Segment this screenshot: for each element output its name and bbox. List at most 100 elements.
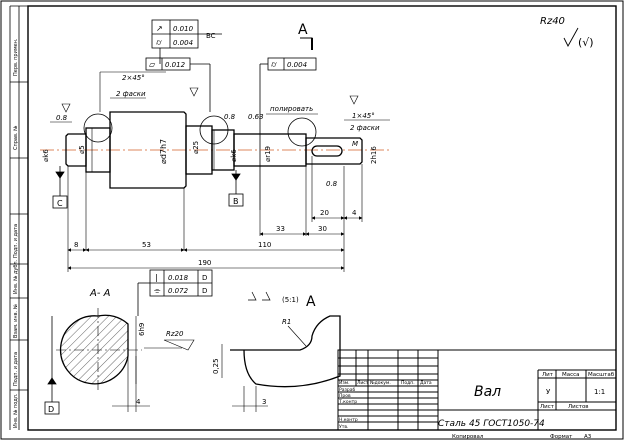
dim-190: 190 [198,259,211,267]
tolerance-block-flat [145,57,211,112]
dimension-lines [67,156,363,272]
tol-flat-sym: ▱ [149,60,156,69]
datum-d-label: D [48,405,54,414]
thread-label: M [352,140,358,148]
title-col-doc: №докум. [370,380,391,386]
tol-top-sym-1: ↗ [156,24,163,33]
detail-profile [230,315,341,388]
section-cross-section [59,314,129,385]
tol-sec-sym-2: ⌯ [154,286,161,295]
drawing-frame [27,5,617,431]
datum-c-label: C [57,199,63,208]
chamfer-right-2: 2 фаски [350,124,380,132]
detail-circle-mid [199,115,229,145]
dia-mid-left: ⌀25 [192,141,200,154]
dim-110: 110 [258,241,271,249]
roughness-label: Rz40 [540,16,565,27]
dim-30: 30 [318,225,327,233]
title-format: Формат [550,434,573,440]
tolerance-block-section [137,269,213,316]
tolerance-block-top [151,19,222,64]
rough-08-b: 0.8 [224,113,236,121]
polish-note: полировать [270,105,313,113]
shaft-outline [65,111,363,189]
section-title: A- A [89,288,111,299]
dim-8: 8 [74,241,78,249]
title-row-razrab: Разраб [339,387,355,393]
rough-check-icon-1 [61,103,71,113]
title-col-sign: Подп. [401,380,415,386]
rough-08-c: 0.8 [326,180,338,188]
roughness-check-icon [563,27,579,47]
dia-center: ⌀d7h7 [159,139,168,164]
datum-d [44,316,60,415]
title-material: Сталь 45 ГОСТ1050-74 [438,419,545,429]
tolerance-block-right [259,57,317,210]
side-stamp-4: Инв. № дубл. [13,259,19,294]
tol-sec-val-1: 0.018 [168,274,189,282]
tol-flat-val: 0.012 [165,61,186,69]
tol-sec-val-2: 0.072 [168,287,189,295]
section-arrow-top [300,37,313,46]
tol-right-sym: ⌭ [271,60,277,69]
rough-063: 0.63 [248,113,264,121]
title-row-prov: Пров [339,393,351,399]
dia-left-shoulder: ⌀k6 [42,149,50,162]
title-row-nkontr: Н.контр [339,417,358,423]
chamfer-left-1: 2×45° [122,74,145,82]
title-col-izm: Изм. [339,380,350,386]
section-mark-detail: A [306,294,316,310]
title-col-list: Лист [357,380,369,386]
datum-c [52,166,68,209]
side-stamp-3: Подп. и дата [13,224,19,258]
detail-circle-left [83,113,113,143]
dia-right-end: 2h16 [370,146,378,164]
tol-top-sym-2: ⌭ [156,38,162,47]
detail-dim-025: 0,25 [212,358,220,374]
title-copied: Копировал [452,434,484,440]
detail-r1: R1 [282,318,291,326]
dim-53: 53 [142,241,151,249]
title-row-utv: Утв. [339,424,348,430]
dia-left-inner: ⌀5 [78,145,86,154]
title-col-date: Дата [420,380,432,386]
dia-mid-right: ⌀k6 [230,149,238,162]
roughness-bracket: (√) [578,36,594,49]
section-rz20: Rz20 [166,330,184,338]
side-stamp-2: Справ. № [13,125,19,150]
datum-b-label: B [233,197,239,206]
side-stamp-6: Подп. и дата [13,352,19,386]
dim-20: 20 [320,209,329,217]
detail-scale-note: (5:1) [282,296,299,304]
tol-top-val-1: 0.010 [173,25,194,33]
section-mark-top: A [298,22,308,38]
tol-sec-datum-1: D [202,274,207,282]
chamfer-left-2: 2 фаски [116,90,146,98]
title-sheet-label: Лист [540,404,555,410]
title-sheets-label: Листов [568,404,589,410]
detail-circle-right [287,117,317,147]
title-lit-value: У [546,388,551,396]
tol-sec-sym-1: | [155,273,158,282]
detail-dim-3: 3 [262,398,266,406]
title-row-tkontr: Т.контр [338,399,357,405]
dim-33: 33 [276,225,285,233]
chamfer-right-1: 1×45° [352,112,375,120]
side-stamp-1: Перв. примен. [13,38,19,76]
dia-right-part: ⌀r19 [264,146,272,162]
title-block [337,349,617,431]
title-format-value: А3 [584,434,592,440]
title-scale-header: Масштаб [588,372,615,378]
side-stamp-5: Взам. инв. № [13,303,19,338]
rough-check-icon-3 [349,95,359,105]
rough-check-icon-2 [189,87,199,97]
tol-top-datum: BC [206,32,216,40]
section-dim-4: 4 [136,398,141,406]
title-mass-header: Масса [562,372,580,378]
tol-sec-datum-2: D [202,287,207,295]
title-scale-value: 1:1 [594,388,605,396]
rough-08-a: 0.8 [56,114,68,122]
title-lit-header: Лит [542,372,554,378]
